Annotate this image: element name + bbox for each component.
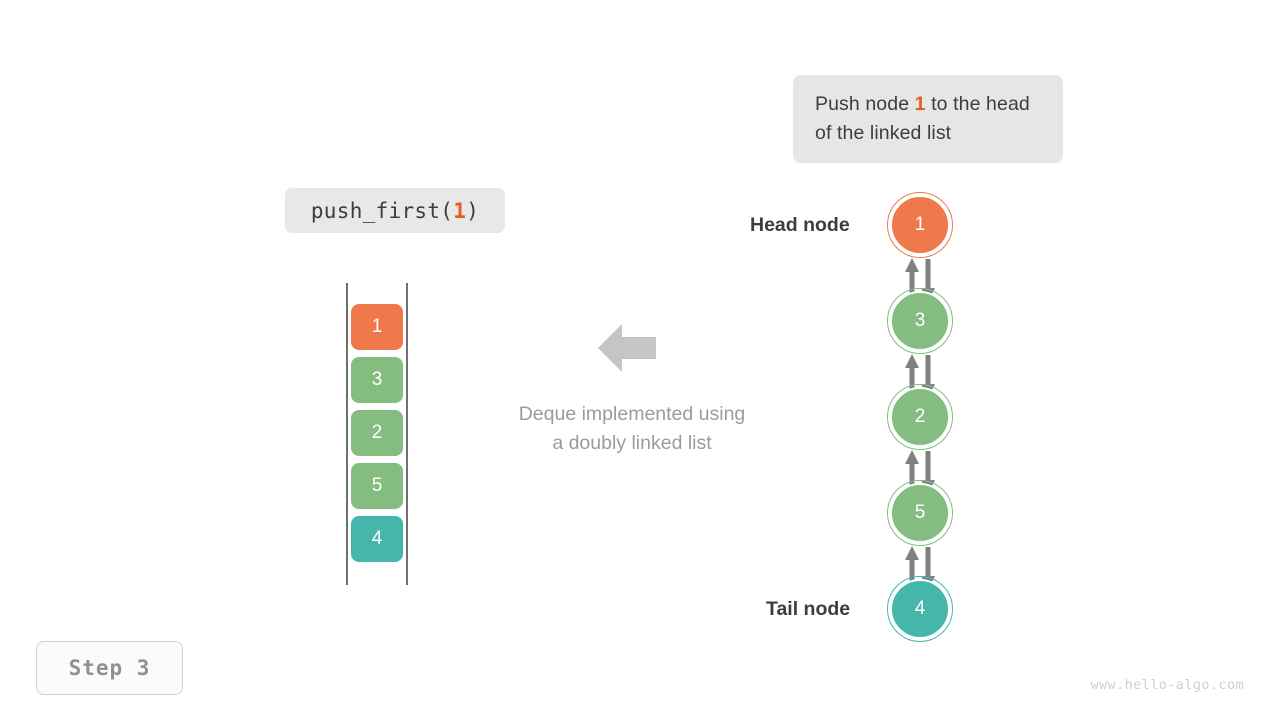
node-value: 1 (914, 214, 926, 235)
array-cell-value: 1 (371, 316, 383, 337)
array-cell: 2 (351, 410, 403, 456)
array-cell-value: 2 (371, 422, 383, 443)
array-cell: 5 (351, 463, 403, 509)
code-argument: 1 (453, 198, 467, 223)
operation-code-label: push_first(1) (285, 188, 505, 233)
callout-text-before: Push node (815, 93, 915, 115)
array-cell: 3 (351, 357, 403, 403)
node-ring (887, 384, 953, 450)
linked-list-node: 5 (887, 480, 953, 546)
arrow-left-icon (596, 321, 658, 375)
code-suffix: ) (466, 198, 480, 223)
array-rail-left (346, 283, 348, 585)
linked-list-node: 2 (887, 384, 953, 450)
node-value: 2 (914, 406, 926, 427)
operation-code-text: push_first(1) (311, 199, 479, 223)
array-cell-value: 4 (371, 528, 383, 549)
step-badge: Step 3 (36, 641, 183, 695)
watermark: www.hello-algo.com (1090, 677, 1244, 693)
array-cell: 1 (351, 304, 403, 350)
step-badge-label: Step 3 (68, 656, 151, 680)
array-cell-value: 3 (371, 369, 383, 390)
node-value: 3 (914, 310, 926, 331)
callout-text-after: to the head of the linked list (815, 93, 1030, 144)
code-prefix: push_first( (310, 198, 454, 223)
tail-node-label: Tail node (766, 598, 851, 620)
array-rail-right (406, 283, 408, 585)
array-cell-value: 5 (371, 475, 383, 496)
diagram-caption: Deque implemented using a doubly linked … (452, 400, 812, 458)
linked-list-node: 3 (887, 288, 953, 354)
array-cell: 4 (351, 516, 403, 562)
node-ring (887, 480, 953, 546)
caption-line-2: a doubly linked list (552, 432, 712, 454)
callout-highlight-value: 1 (914, 93, 926, 115)
callout-text: Push node 1 to the head of the linked li… (815, 90, 1041, 148)
linked-list-node: 4 (887, 576, 953, 642)
node-ring (887, 576, 953, 642)
node-ring (887, 288, 953, 354)
linked-list-representation: 1 3 2 5 4 (860, 190, 990, 650)
linked-list-node: 1 (887, 192, 953, 258)
node-value: 4 (914, 598, 926, 619)
callout-box: Push node 1 to the head of the linked li… (793, 75, 1063, 163)
node-ring (887, 192, 953, 258)
node-value: 5 (914, 502, 926, 523)
array-representation: 1 3 2 5 4 (340, 283, 416, 585)
head-node-label: Head node (750, 214, 850, 236)
caption-line-1: Deque implemented using (518, 403, 746, 425)
array-cell-list: 1 3 2 5 4 (351, 304, 403, 569)
